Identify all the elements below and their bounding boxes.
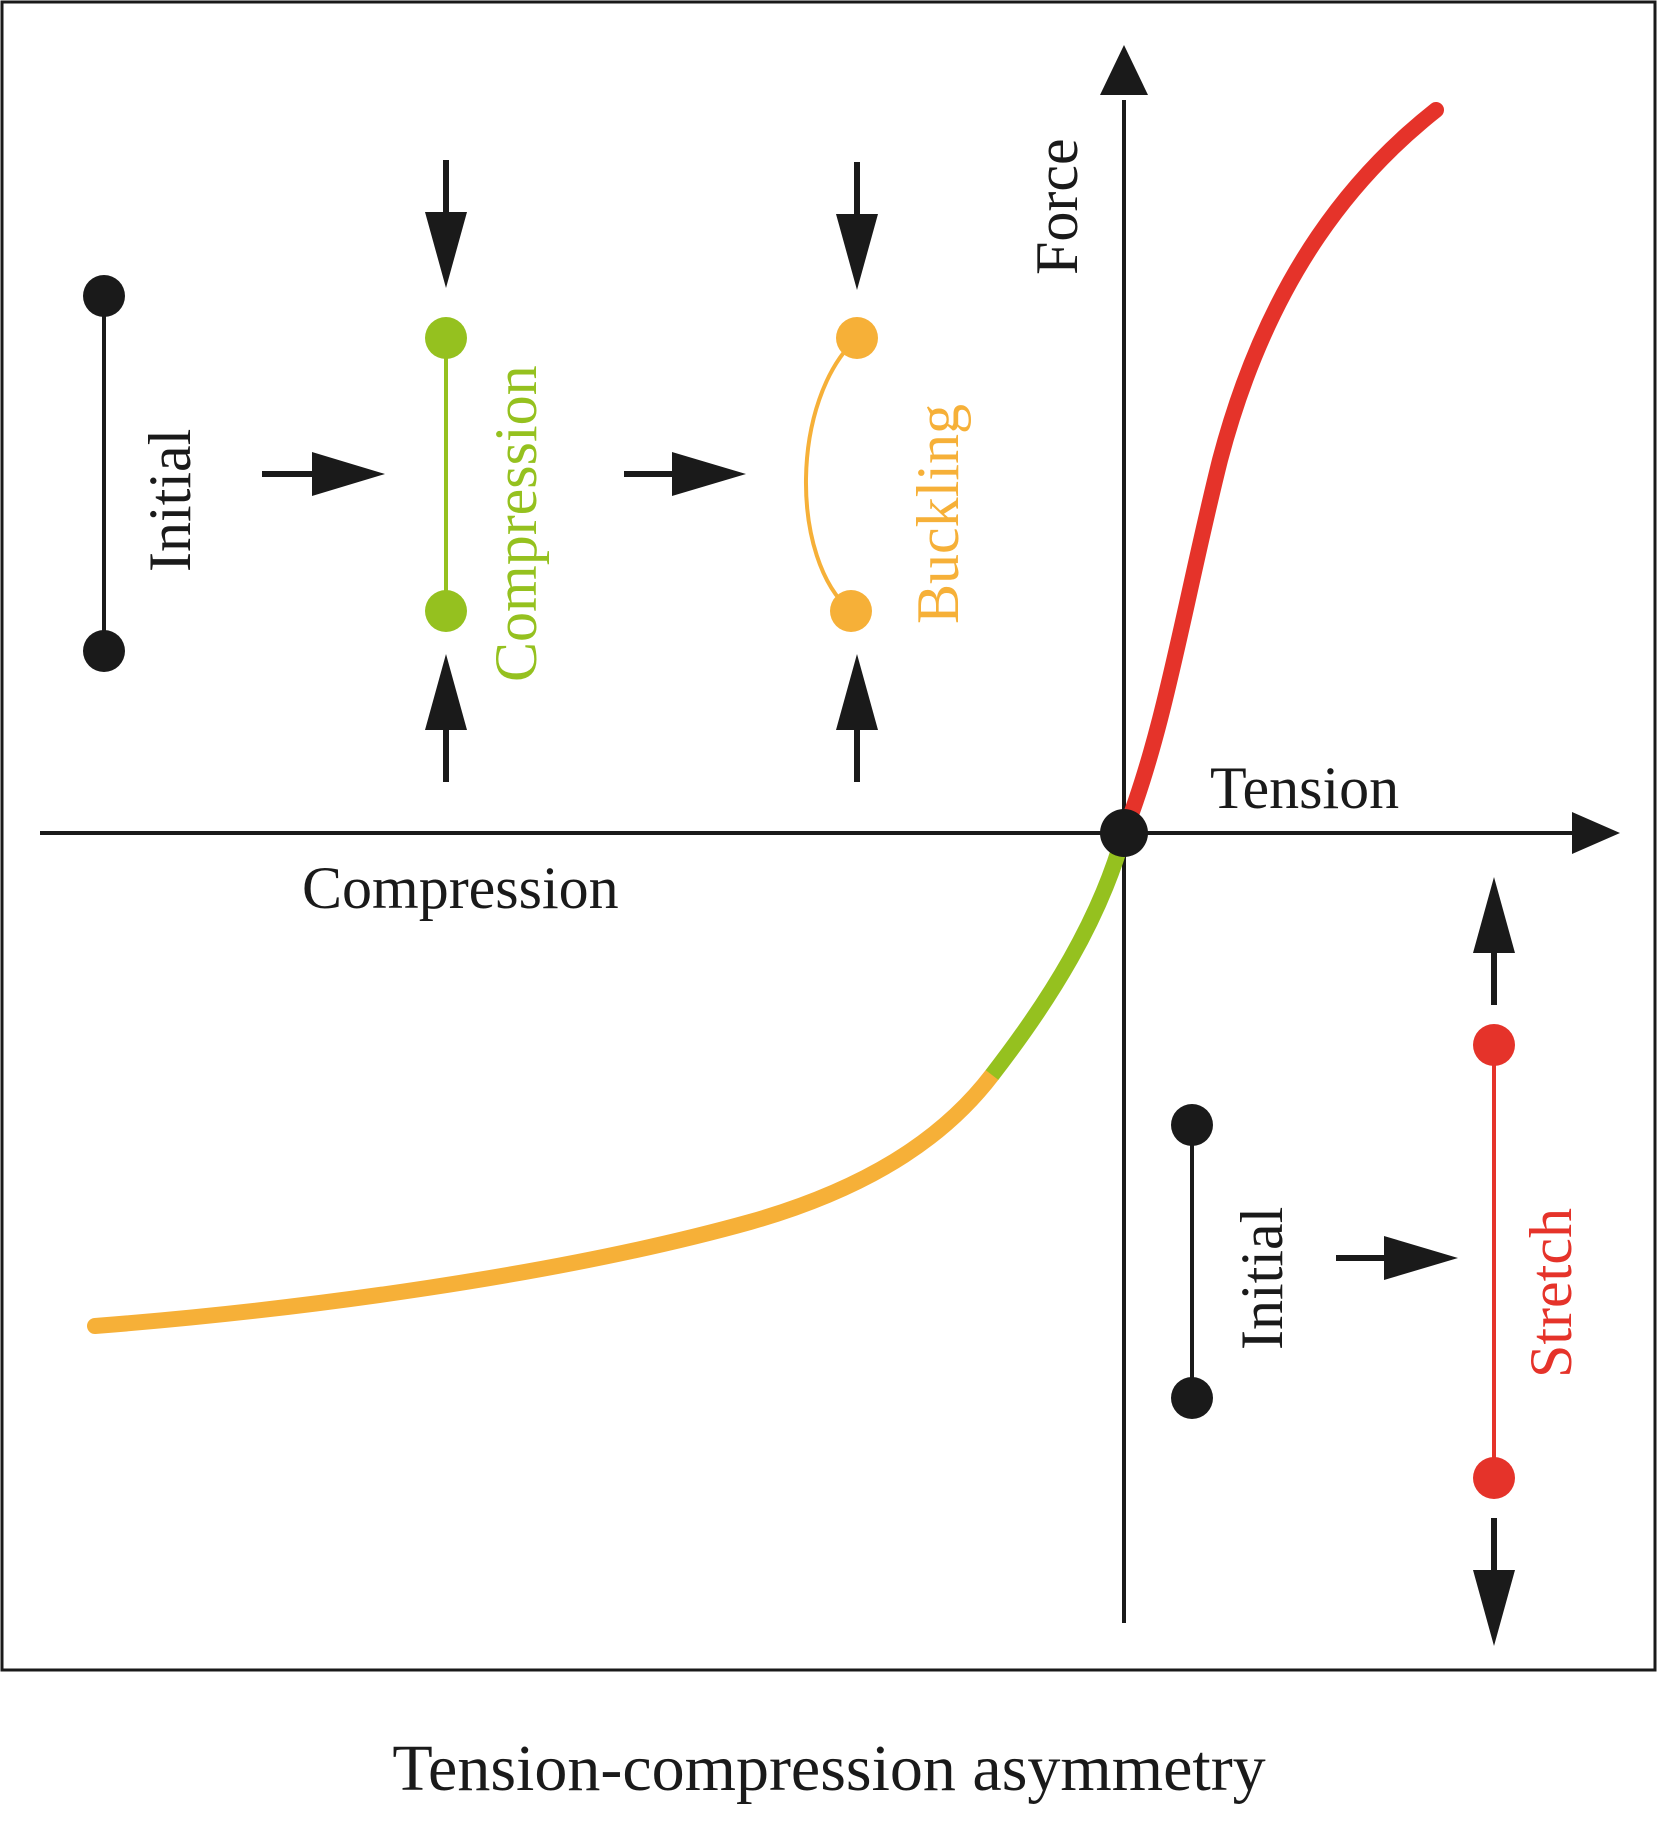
arrow-compression-to-buckling (624, 452, 746, 496)
buckling-state-label: Buckling (905, 404, 971, 624)
stretch-bar (1473, 1024, 1515, 1499)
force-axis-label: Force (1024, 138, 1090, 275)
plot-frame (0, 0, 1657, 1672)
curve-segment-tension (1116, 102, 1444, 841)
stretch-bottom-arrow (1473, 1518, 1515, 1646)
stretch-top-arrow (1473, 877, 1515, 1005)
arrow-initial-to-stretch (1336, 1236, 1458, 1280)
compression-state-label: Compression (483, 365, 549, 682)
figure-caption: Tension-compression asymmetry (392, 1732, 1265, 1805)
stretch-state-label: Stretch (1518, 1208, 1584, 1378)
buckling-bottom-arrow (836, 654, 878, 782)
tension-axis-label: Tension (1210, 755, 1399, 821)
displacement-axis (40, 812, 1620, 854)
arrow-initial-to-compression (262, 452, 385, 496)
compression-top-arrow (425, 160, 467, 288)
compression-bar (425, 317, 467, 632)
buckling-bar (804, 317, 878, 632)
buckling-top-arrow (836, 162, 878, 290)
force-curve (87, 102, 1444, 1334)
force-axis (1100, 45, 1148, 1623)
initial-label-tension-side: Initial (1229, 1207, 1295, 1350)
initial-bar-tension-side (1171, 1104, 1213, 1419)
origin-point (1100, 809, 1148, 857)
compression-axis-label: Compression (302, 855, 619, 921)
force-axis-arrowhead (1100, 45, 1148, 95)
curve-segment-buckling (87, 1067, 1000, 1334)
curve-segment-compression (985, 830, 1132, 1080)
compression-bottom-arrow (425, 654, 467, 782)
initial-bar-compression-side (83, 275, 125, 672)
displacement-axis-arrowhead (1572, 812, 1620, 854)
initial-label-compression-side: Initial (137, 429, 203, 572)
